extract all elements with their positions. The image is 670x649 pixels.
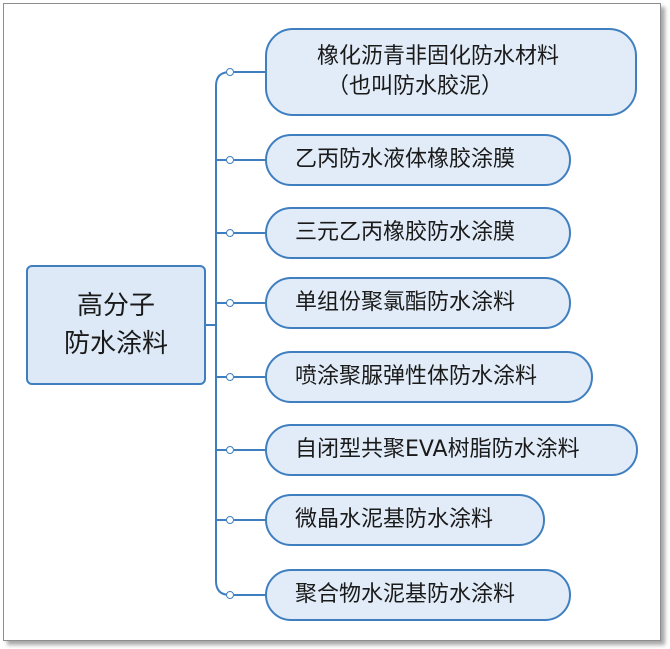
branch-node-6: 自闭型共聚EVA树脂防水涂料 [265, 424, 638, 476]
branch-node-1: 橡化沥青非固化防水材料 （也叫防水胶泥） [265, 28, 637, 116]
junction-dot [226, 516, 234, 524]
junction-dot [226, 68, 234, 76]
branch-label: 聚合物水泥基防水涂料 [295, 582, 516, 607]
branch-label: 喷涂聚脲弹性体防水涂料 [295, 364, 538, 389]
junction-dot [226, 373, 234, 381]
branch-label-sub: （也叫防水胶泥） [327, 74, 504, 99]
branch-node-7: 微晶水泥基防水涂料 [265, 494, 545, 546]
junction-dot [226, 299, 234, 307]
branch-node-2: 乙丙防水液体橡胶涂膜 [265, 134, 571, 186]
junction-dot [226, 229, 234, 237]
branch-label: 乙丙防水液体橡胶涂膜 [295, 147, 516, 172]
branch-label: 单组份聚氯酯防水涂料 [295, 290, 516, 315]
root-label-line-2: 防水涂料 [63, 329, 168, 359]
root-node: 高分子 防水涂料 [26, 265, 206, 385]
branch-node-8: 聚合物水泥基防水涂料 [265, 569, 571, 621]
branch-node-3: 三元乙丙橡胶防水涂膜 [265, 207, 571, 259]
branch-node-5: 喷涂聚脲弹性体防水涂料 [265, 351, 593, 403]
branch-node-4: 单组份聚氯酯防水涂料 [265, 277, 571, 329]
junction-dot [226, 156, 234, 164]
branch-label: 自闭型共聚EVA树脂防水涂料 [295, 437, 580, 462]
junction-dot [226, 591, 234, 599]
junction-dot [226, 446, 234, 454]
trunk-line [215, 71, 231, 596]
branch-label: 橡化沥青非固化防水材料 [317, 44, 560, 69]
root-label-line-1: 高分子 [76, 291, 155, 321]
branch-label: 微晶水泥基防水涂料 [295, 507, 494, 532]
branch-label: 三元乙丙橡胶防水涂膜 [295, 220, 516, 245]
